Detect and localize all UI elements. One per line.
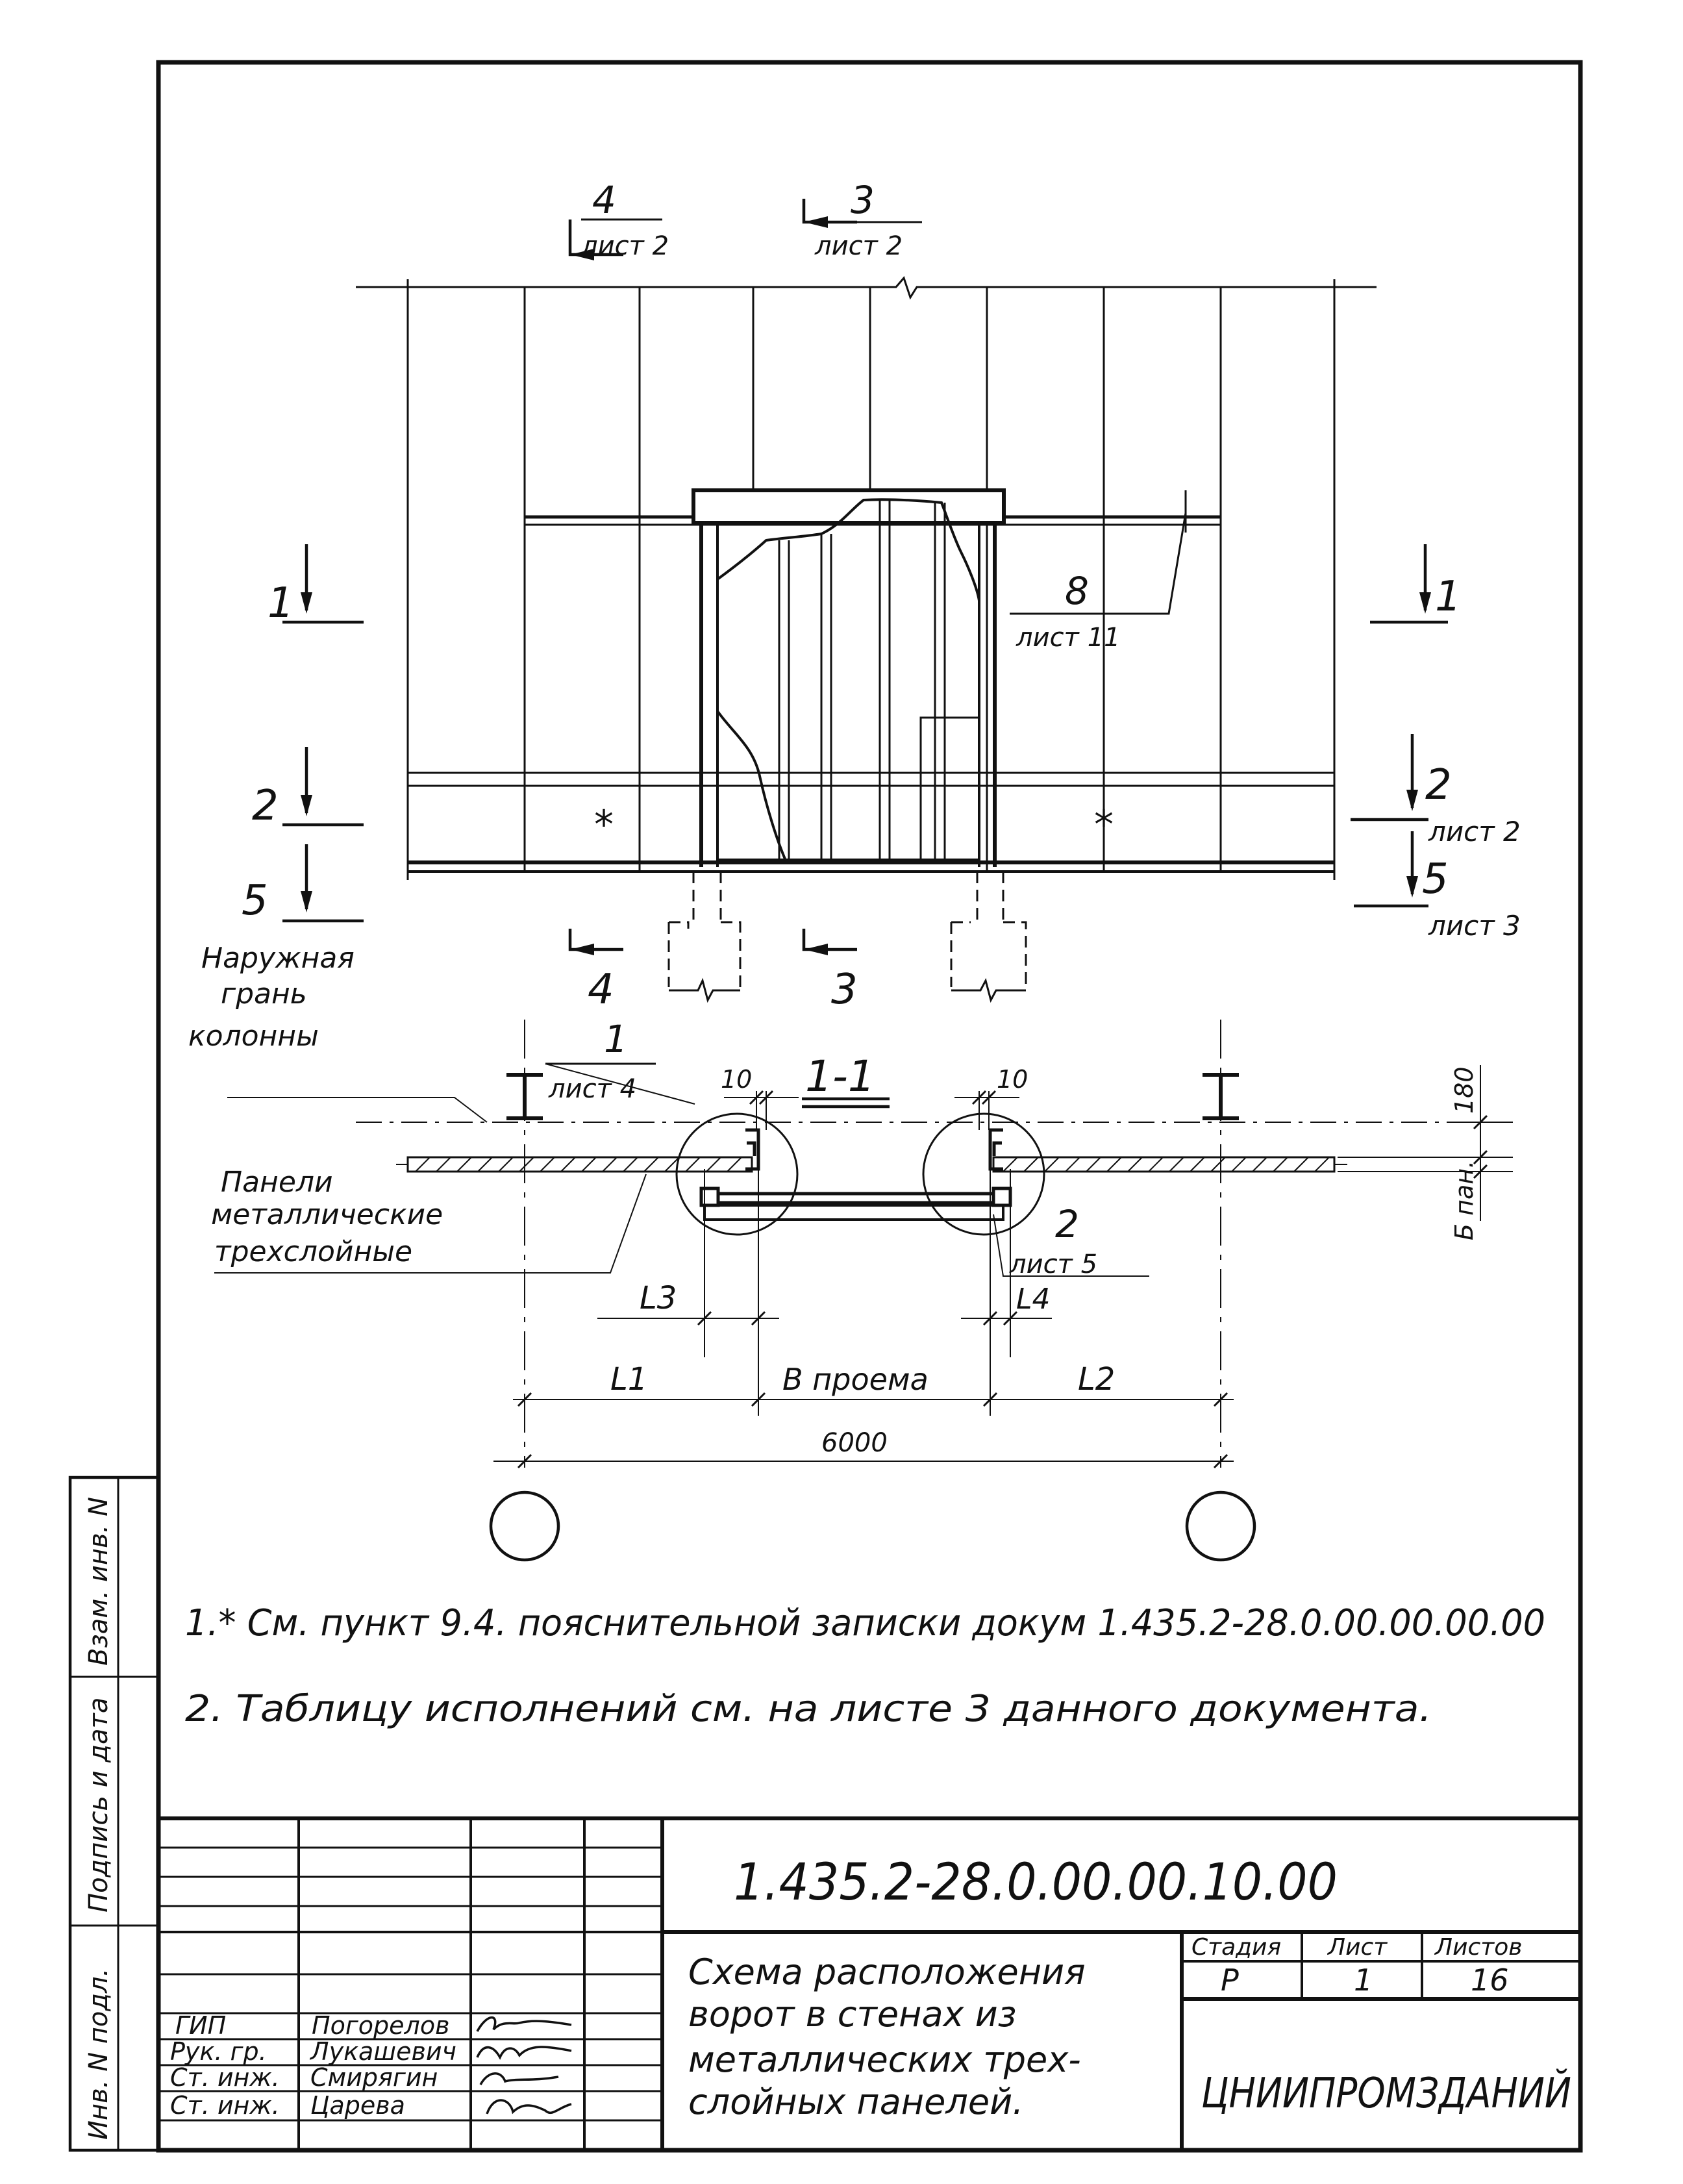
staff-name-4: Царева <box>310 2091 405 2120</box>
node-8-number: 8 <box>1065 569 1089 613</box>
note-2: 2. Таблицу исполнений см. на листе 3 дан… <box>185 1688 1432 1730</box>
girts <box>408 515 1334 873</box>
node-8-sheet: лист 11 <box>1016 623 1120 653</box>
stage-header: Стадия <box>1191 1934 1281 1961</box>
title-block <box>158 1816 1580 2150</box>
drawing-title-2: ворот в стенах из <box>688 1994 1017 2035</box>
dimension-ticks <box>517 1090 1488 1469</box>
staff-role-4: Ст. инж. <box>170 2091 280 2120</box>
cut-3-bottom: 3 <box>831 966 858 1014</box>
dimension-chains <box>493 1169 1234 1462</box>
gate-leaf-cutaway <box>716 498 980 862</box>
cut-5-left: 5 <box>242 877 268 925</box>
cut-5-right-sheet: лист 3 <box>1428 910 1521 942</box>
sheet-header: Лист <box>1327 1934 1388 1961</box>
dim-10-right-value: 10 <box>997 1065 1028 1094</box>
node-1-number: 1 <box>604 1017 628 1061</box>
grid-axis-right <box>1185 1490 1256 1562</box>
note-1: 1.* См. пункт 9.4. пояснительной записки… <box>185 1602 1545 1644</box>
column-right <box>1203 1073 1239 1120</box>
drawing-title-3: металлических трех- <box>688 2039 1081 2080</box>
asterisk-left: * <box>594 802 614 847</box>
dim-L3-value: L3 <box>640 1280 677 1316</box>
wall-panels-hatched <box>396 1156 1347 1173</box>
dim-opening-value: В проема <box>782 1362 929 1397</box>
break-line-top <box>356 276 1377 300</box>
gate-post-foundations <box>667 872 1027 1003</box>
drawing-title-4: слойных панелей. <box>688 2081 1023 2122</box>
node-2-sheet: лист 5 <box>1009 1249 1097 1279</box>
grid-axis-left <box>489 1490 560 1562</box>
label-outer-face-3: колонны <box>188 1020 319 1053</box>
asterisk-right: * <box>1094 802 1114 847</box>
gate-frame-section <box>699 1128 1012 1221</box>
staff-name-3: Смирягин <box>310 2063 438 2092</box>
cut-mark-3-top <box>802 199 922 228</box>
cut-5-right-number: 5 <box>1422 855 1449 903</box>
node-1-sheet: лист 4 <box>548 1074 636 1104</box>
node-1-circle <box>675 1112 799 1236</box>
cut-3-top-sheet: лист 2 <box>814 231 903 261</box>
dim-L4-value: L4 <box>1016 1283 1051 1316</box>
dim-10-left-value: 10 <box>721 1065 752 1094</box>
cut-marks-left <box>282 544 364 923</box>
drawing-title-1: Схема расположения <box>688 1952 1086 1992</box>
staff-role-3: Ст. инж. <box>170 2063 280 2092</box>
dim-L2-value: L2 <box>1078 1361 1115 1398</box>
section-title: 1-1 <box>805 1051 875 1101</box>
signatures <box>476 2016 572 2115</box>
label-panels-3: трехслойные <box>214 1235 412 1268</box>
staff-name-1: Погорелов <box>312 2011 449 2040</box>
dim-L1-value: L1 <box>610 1361 647 1398</box>
section-1-1 <box>214 1020 1513 1562</box>
cut-mark-4-top <box>568 218 662 260</box>
staff-role-2: Рук. гр. <box>170 2037 267 2066</box>
cut-3-top-number: 3 <box>851 178 875 222</box>
staff-role-1: ГИП <box>175 2011 226 2040</box>
sheets-header: Листов <box>1434 1934 1522 1961</box>
label-outer-face-2: грань <box>221 977 307 1010</box>
organization-name: ЦНИИПРОМЗДАНИЙ <box>1201 2068 1571 2118</box>
label-outer-face-1: Наружная <box>201 942 355 975</box>
document-code: 1.435.2-28.0.00.00.10.00 <box>734 1853 1338 1912</box>
sheets-value: 16 <box>1471 1963 1509 1998</box>
cut-1-left: 1 <box>268 579 294 627</box>
sheet-frame <box>68 60 1583 2153</box>
stage-value: Р <box>1221 1963 1239 1998</box>
side-stamp-replaced: Взам. инв. N <box>84 1497 114 1666</box>
column-left <box>506 1073 543 1120</box>
panel-joints <box>406 279 1336 880</box>
dim-6000-value: 6000 <box>821 1428 888 1458</box>
gate-frame <box>692 488 1006 867</box>
cut-2-right-number: 2 <box>1425 761 1452 809</box>
dim-10-left <box>724 1091 799 1130</box>
dim-10-right <box>954 1091 1019 1130</box>
dim-bpan-value: Б пан. <box>1450 1161 1478 1240</box>
cut-marks-bottom <box>568 929 857 955</box>
dim-180-bpan <box>1338 1065 1513 1221</box>
node-2-circle <box>922 1112 1045 1236</box>
cut-4-bottom: 4 <box>588 966 614 1014</box>
cut-1-right: 1 <box>1435 573 1462 621</box>
cut-4-top-sheet: лист 2 <box>580 231 669 261</box>
side-stamp-original: Инв. N подл. <box>84 1968 114 2140</box>
cut-2-right-sheet: лист 2 <box>1428 816 1521 847</box>
label-panels-1: Панели <box>221 1166 333 1199</box>
wall-elevation <box>356 276 1377 880</box>
staff-name-2: Лукашевич <box>309 2037 456 2066</box>
cut-2-left: 2 <box>252 782 279 830</box>
cut-marks-right <box>1351 544 1448 908</box>
node-2-number: 2 <box>1055 1202 1079 1246</box>
side-stamp-signature: Подпись и дата <box>84 1698 114 1913</box>
dim-180-value: 180 <box>1450 1066 1478 1114</box>
sheet-value: 1 <box>1354 1963 1373 1998</box>
cut-4-top-number: 4 <box>592 178 616 222</box>
label-panels-2: металлические <box>211 1198 443 1231</box>
